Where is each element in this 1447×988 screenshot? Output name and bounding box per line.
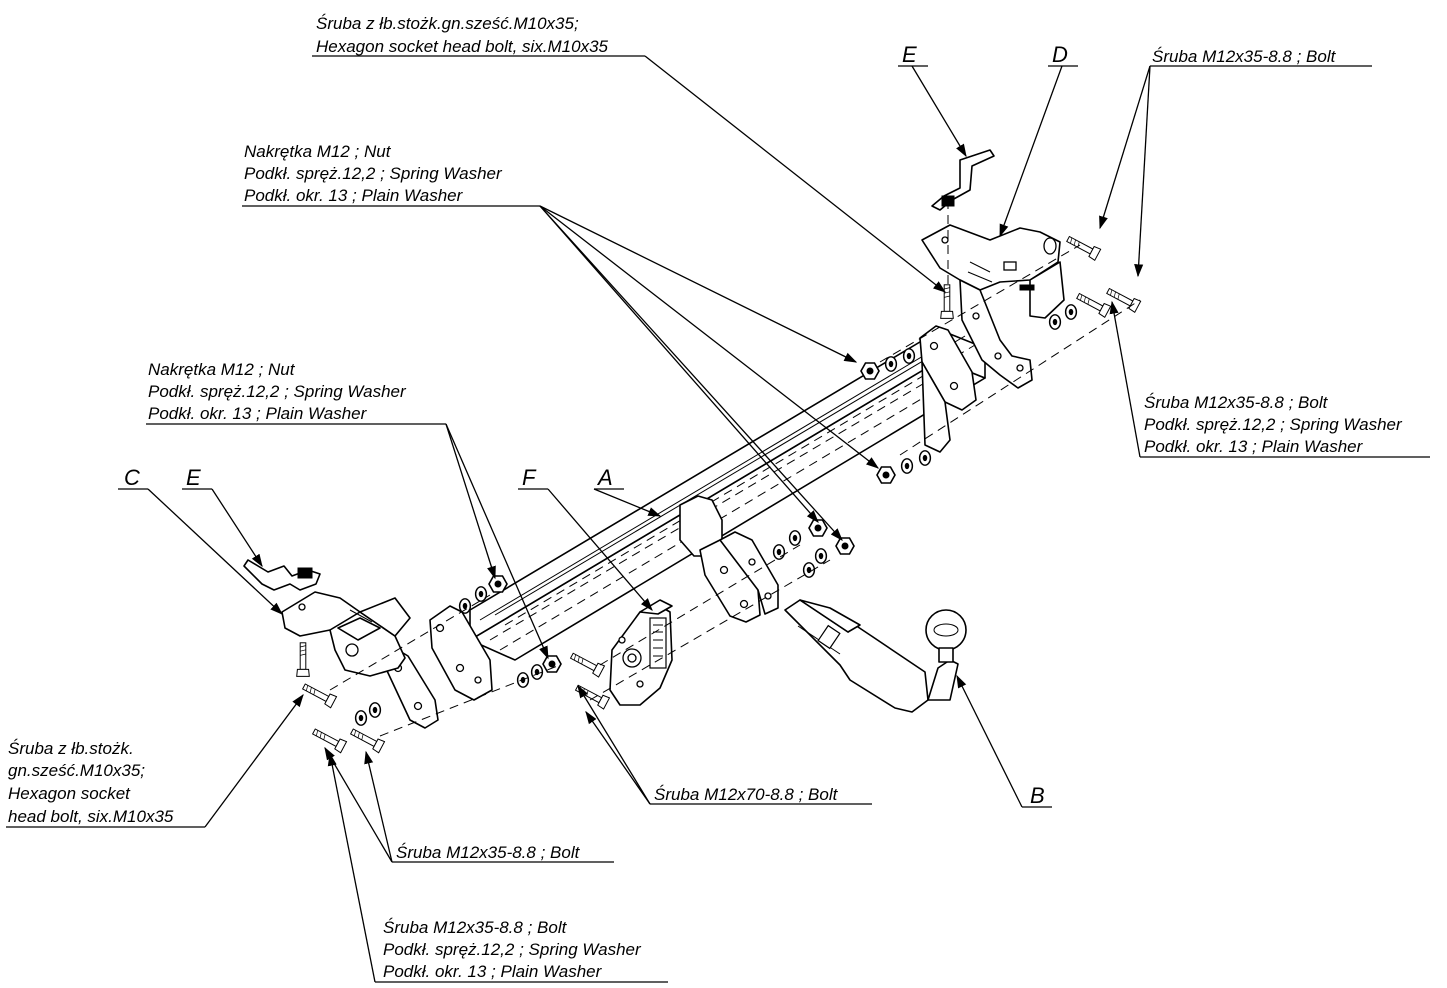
callout-right-bolt-group: Śruba M12x35-8.8 ; Bolt Podkł. spręż.12,… <box>1144 393 1403 456</box>
callout-top-bolt-m10: Śruba z łb.stożk.gn.sześć.M10x35; Hexago… <box>316 14 609 56</box>
label-line: Nakrętka M12 ; Nut <box>244 142 392 161</box>
label-line: gn.sześć.M10x35; <box>8 761 145 780</box>
assembly-axes <box>329 200 1141 737</box>
label-line: Śruba M12x35-8.8 ; Bolt <box>396 843 581 862</box>
letter-e-left: E <box>186 465 201 490</box>
callout-mid-nut-group: Nakrętka M12 ; Nut Podkł. spręż.12,2 ; S… <box>148 360 407 423</box>
label-line: Podkł. okr. 13 ; Plain Washer <box>1144 437 1364 456</box>
label-line: head bolt, six.M10x35 <box>8 807 174 826</box>
label-line: Podkł. okr. 13 ; Plain Washer <box>148 404 368 423</box>
label-line: Podkł. spręż.12,2 ; Spring Washer <box>148 382 407 401</box>
label-line: Śruba M12x35-8.8 ; Bolt <box>383 918 568 937</box>
callout-bottom-bolt-m12x70: Śruba M12x70-8.8 ; Bolt <box>654 785 839 804</box>
label-line: Śruba z łb.stożk. <box>8 739 134 758</box>
label-line: Podkł. spręż.12,2 ; Spring Washer <box>244 164 503 183</box>
leader-lines <box>6 55 1430 983</box>
letter-d: D <box>1052 42 1068 67</box>
label-line: Podkł. spręż.12,2 ; Spring Washer <box>1144 415 1403 434</box>
letter-c: C <box>124 465 140 490</box>
letter-e-top: E <box>902 42 917 67</box>
letter-b: B <box>1030 783 1045 808</box>
letter-f: F <box>522 465 537 490</box>
callout-right-top-bolt: Śruba M12x35-8.8 ; Bolt <box>1152 47 1337 66</box>
socket-plate-f <box>609 599 673 706</box>
label-line: Śruba M12x70-8.8 ; Bolt <box>654 785 839 804</box>
bracket-d <box>921 224 1065 389</box>
label-line: Nakrętka M12 ; Nut <box>148 360 296 379</box>
center-mounting-plates <box>679 495 779 623</box>
label-line: Podkł. okr. 13 ; Plain Washer <box>244 186 464 205</box>
callout-left-bolt-m10: Śruba z łb.stożk. gn.sześć.M10x35; Hexag… <box>8 739 174 826</box>
label-line: Podkł. spręż.12,2 ; Spring Washer <box>383 940 642 959</box>
label-line: Podkł. okr. 13 ; Plain Washer <box>383 962 603 981</box>
right-mounting-plates <box>919 325 977 453</box>
label-line: Śruba z łb.stożk.gn.sześć.M10x35; <box>316 14 579 33</box>
label-line: Śruba M12x35-8.8 ; Bolt <box>1144 393 1329 412</box>
bracket-c <box>281 591 411 677</box>
label-line: Hexagon socket head bolt, six.M10x35 <box>316 37 609 56</box>
towball-b <box>784 599 967 713</box>
callout-bottom-bolt-group: Śruba M12x35-8.8 ; Bolt Podkł. spręż.12,… <box>383 918 642 981</box>
part-letters: C E F A E D B <box>124 42 1068 808</box>
label-line: Hexagon socket <box>8 784 131 803</box>
letter-a: A <box>596 465 613 490</box>
clip-e-left <box>243 559 321 591</box>
callout-bottom-bolt-m12x35: Śruba M12x35-8.8 ; Bolt <box>396 843 581 862</box>
clip-e-top <box>931 149 995 211</box>
callout-top-nut-group: Nakrętka M12 ; Nut Podkł. spręż.12,2 ; S… <box>244 142 503 205</box>
label-line: Śruba M12x35-8.8 ; Bolt <box>1152 47 1337 66</box>
